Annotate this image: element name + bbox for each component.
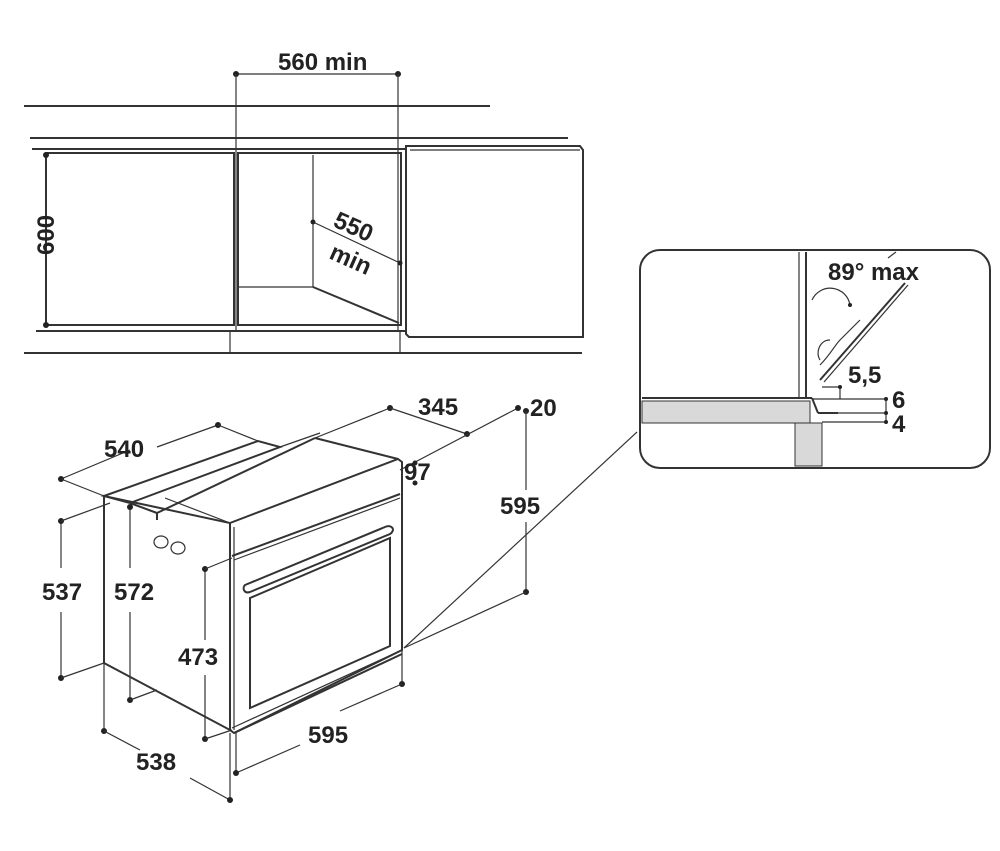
- gap-label-6: 6: [892, 387, 905, 414]
- gap-label-4: 4: [892, 411, 906, 438]
- bottom-depth-label: 538: [136, 749, 176, 776]
- oven-view: 540 345 20 97 595: [42, 394, 557, 803]
- door-height-label: 473: [178, 644, 218, 671]
- panel-height-label: 97: [404, 459, 431, 486]
- side-height-572-label: 572: [114, 579, 154, 606]
- oven-offset-label: 20: [530, 395, 557, 422]
- oven-depth-label: 540: [104, 436, 144, 463]
- niche-depth-min-label: min: [326, 239, 376, 281]
- oven-width-top-label: 345: [418, 394, 458, 421]
- detail-view: 89° max 5,5 6 4: [639, 249, 991, 469]
- niche-height-label: 600: [33, 215, 60, 255]
- oven-height-right-label: 595: [500, 493, 540, 520]
- front-width-label: 595: [308, 722, 348, 749]
- gap-label-5-5: 5,5: [848, 362, 881, 389]
- niche-width-label: 560 min: [278, 49, 367, 76]
- door-angle-label: 89° max: [828, 259, 920, 286]
- side-height-537-label: 537: [42, 579, 82, 606]
- cabinet-view: 560 min 550 min 600: [24, 49, 584, 354]
